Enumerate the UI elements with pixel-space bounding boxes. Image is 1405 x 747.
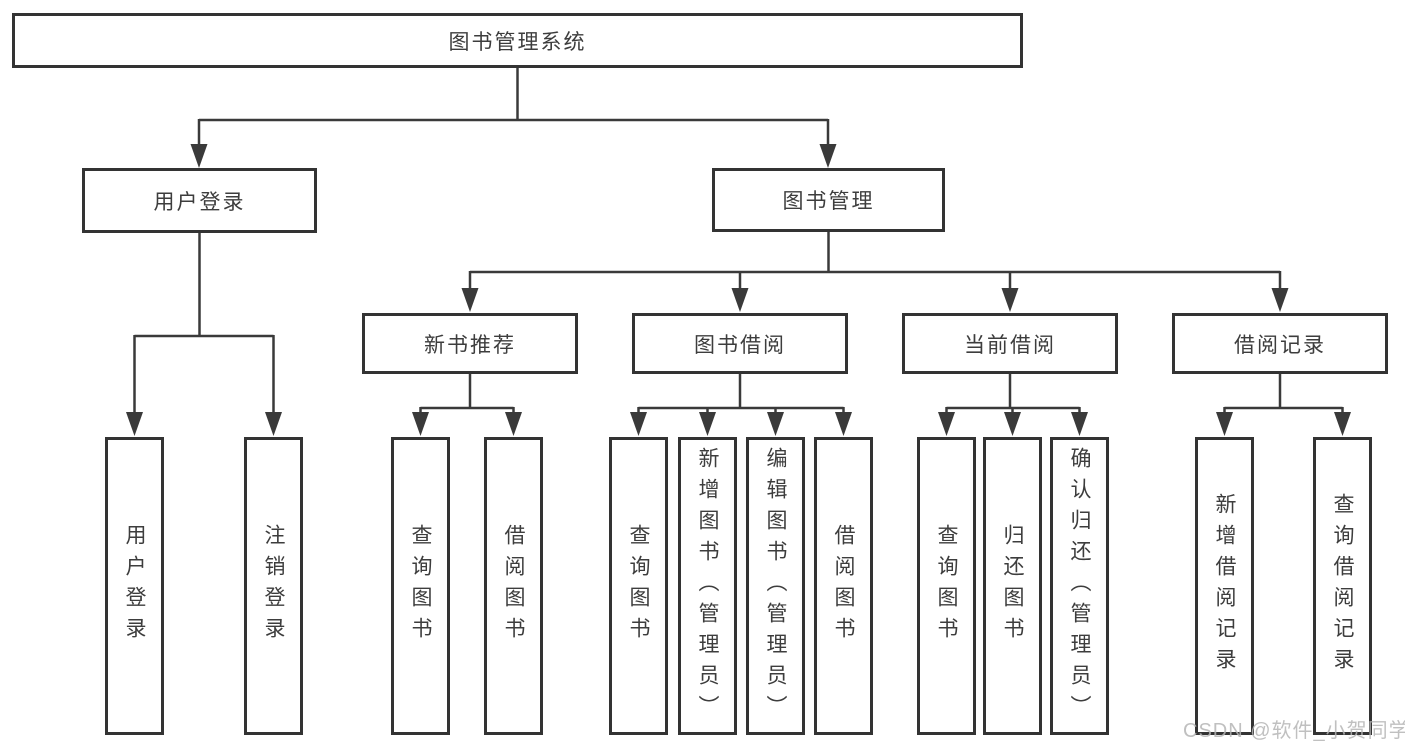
node-label: 图书借阅 <box>694 333 786 357</box>
leaf-label: 确认归还（管理员） <box>1068 446 1091 726</box>
leaf-label: 编辑图书（管理员） <box>764 446 787 726</box>
leaf-query-books-3: 查询图书 <box>917 437 976 735</box>
node-label: 新书推荐 <box>424 333 516 357</box>
leaf-add-borrow-record: 新增借阅记录 <box>1195 437 1254 735</box>
leaf-label: 借阅图书 <box>832 524 855 648</box>
leaf-confirm-return-admin: 确认归还（管理员） <box>1050 437 1109 735</box>
leaf-label: 查询图书 <box>935 524 958 648</box>
leaf-edit-book-admin: 编辑图书（管理员） <box>746 437 805 735</box>
root-node-label: 图书管理系统 <box>448 30 587 54</box>
leaf-label: 注销登录 <box>262 524 285 648</box>
leaf-label: 查询图书 <box>409 524 432 648</box>
leaf-borrow-books-1: 借阅图书 <box>484 437 543 735</box>
node-label: 用户登录 <box>153 190 246 214</box>
leaf-label: 新增借阅记录 <box>1213 493 1236 679</box>
leaf-borrow-books-2: 借阅图书 <box>814 437 873 735</box>
node-label: 图书管理 <box>782 190 875 213</box>
leaf-query-books-1: 查询图书 <box>391 437 450 735</box>
leaf-label: 查询借阅记录 <box>1331 493 1354 679</box>
leaf-label: 查询图书 <box>627 524 650 648</box>
leaf-label: 新增图书（管理员） <box>696 446 719 726</box>
node-label: 当前借阅 <box>964 333 1056 357</box>
leaf-query-borrow-record: 查询借阅记录 <box>1313 437 1372 735</box>
root-node: 图书管理系统 <box>12 13 1023 68</box>
node-book-management: 图书管理 <box>712 168 945 232</box>
leaf-add-book-admin: 新增图书（管理员） <box>678 437 737 735</box>
leaf-query-books-2: 查询图书 <box>609 437 668 735</box>
leaf-return-book: 归还图书 <box>983 437 1042 735</box>
watermark: CSDN @软件_小贺同学 <box>1183 720 1405 742</box>
node-user-login: 用户登录 <box>82 168 317 233</box>
node-label: 借阅记录 <box>1234 333 1326 357</box>
leaf-user-login: 用户登录 <box>105 437 164 735</box>
arrowheads <box>126 144 1351 436</box>
node-new-book-recommend: 新书推荐 <box>362 313 578 374</box>
leaf-label: 用户登录 <box>123 524 146 648</box>
node-borrow-records: 借阅记录 <box>1172 313 1388 374</box>
leaf-label: 借阅图书 <box>502 524 525 648</box>
leaf-label: 归还图书 <box>1001 524 1024 648</box>
node-current-borrow: 当前借阅 <box>902 313 1118 374</box>
node-book-borrow: 图书借阅 <box>632 313 848 374</box>
leaf-logout: 注销登录 <box>244 437 303 735</box>
